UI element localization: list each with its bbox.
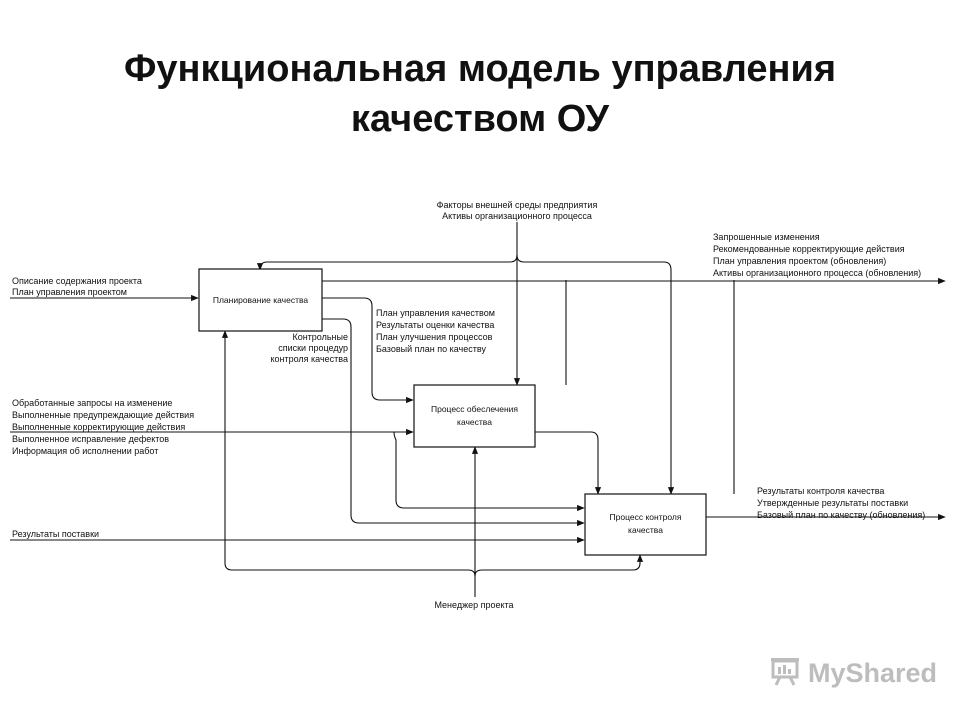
- control-line-to-control: [516, 254, 675, 495]
- mechanism-to-planning: [221, 330, 476, 577]
- slide-title-line-1: Функциональная модель управления: [123, 48, 837, 90]
- label-planning-outputs: План управления качеством Результаты оце…: [376, 308, 495, 354]
- box-assurance: Процесс обеслечения качества: [413, 384, 536, 448]
- box-assurance-label-2: качества: [457, 417, 492, 427]
- label-mechanism-1: Менеджер проекта: [434, 600, 513, 610]
- presentation-board-icon: [768, 655, 802, 692]
- label-outputs-top-1: Запрошенные изменения: [713, 232, 820, 242]
- label-planning-outputs-3: План улучшения процессов: [376, 332, 493, 342]
- label-outputs-top-4: Активы организационного процесса (обновл…: [713, 268, 921, 278]
- label-outputs-top: Запрошенные изменения Рекомендованные ко…: [713, 232, 921, 278]
- label-outputs-control-2: Утвержденные результаты поставки: [757, 498, 908, 508]
- label-controls-top-1: Факторы внешней среды предприятия: [437, 200, 598, 210]
- label-inputs-assurance-4: Выполненное исправление дефектов: [12, 434, 169, 444]
- watermark-text: MyShared: [808, 657, 938, 688]
- label-outputs-top-3: План управления проектом (обновления): [713, 256, 886, 266]
- mechanism-to-control: [474, 554, 644, 577]
- label-inputs-planning: Описание содержания проекта План управле…: [12, 276, 142, 297]
- planning-to-assurance: [322, 297, 414, 404]
- label-checklists-3: контроля качества: [270, 354, 348, 364]
- label-checklists-2: списки процедур: [278, 343, 348, 353]
- label-inputs-assurance-3: Выполненные корректирующие действия: [12, 422, 185, 432]
- box-control-label-1: Процесс контроля: [610, 512, 682, 522]
- label-inputs-assurance: Обработанные запросы на изменение Выполн…: [12, 398, 194, 456]
- label-outputs-control-3: Базовый план по качеству (обновления): [757, 510, 925, 520]
- label-planning-outputs-2: Результаты оценки качества: [376, 320, 494, 330]
- box-assurance-label-1: Процесс обеслечения: [431, 404, 518, 414]
- label-inputs-planning-1: Описание содержания проекта: [12, 276, 142, 286]
- planning-to-control: [322, 318, 585, 527]
- label-planning-outputs-4: Базовый план по качеству: [376, 344, 486, 354]
- label-inputs-control-1: Результаты поставки: [12, 529, 99, 539]
- label-inputs-assurance-1: Обработанные запросы на изменение: [12, 398, 172, 408]
- control-line-to-planning: [256, 254, 518, 271]
- label-checklists-1: Контрольные: [292, 332, 348, 342]
- assurance-to-control: [535, 431, 602, 495]
- label-checklists: Контрольные списки процедур контроля кач…: [270, 332, 348, 364]
- label-inputs-assurance-5: Информация об исполнении работ: [12, 446, 158, 456]
- label-inputs-assurance-2: Выполненные предупреждающие действия: [12, 410, 194, 420]
- label-inputs-control: Результаты поставки: [12, 529, 99, 539]
- label-mechanism: Менеджер проекта: [434, 600, 513, 610]
- box-control: Процесс контроля качества: [584, 493, 707, 556]
- label-inputs-planning-2: План управления проектом: [12, 287, 127, 297]
- slide-title: Функциональная модель управления качеств…: [0, 44, 960, 144]
- box-planning: Планирование качества: [198, 268, 323, 332]
- box-control-label-2: качества: [628, 525, 663, 535]
- slide-title-line-2: качеством ОУ: [350, 98, 610, 140]
- assurance-inputs-to-control: [393, 431, 585, 512]
- label-outputs-control: Результаты контроля качества Утвержденны…: [757, 486, 925, 520]
- label-controls-top-2: Активы организационного процесса: [442, 211, 592, 221]
- box-planning-label: Планирование качества: [213, 295, 309, 305]
- watermark: MyShared: [768, 655, 937, 691]
- connector-lines: [10, 222, 946, 597]
- label-outputs-top-2: Рекомендованные корректирующие действия: [713, 244, 905, 254]
- label-controls-top: Факторы внешней среды предприятия Активы…: [437, 200, 598, 221]
- label-outputs-control-1: Результаты контроля качества: [757, 486, 884, 496]
- label-planning-outputs-1: План управления качеством: [376, 308, 495, 318]
